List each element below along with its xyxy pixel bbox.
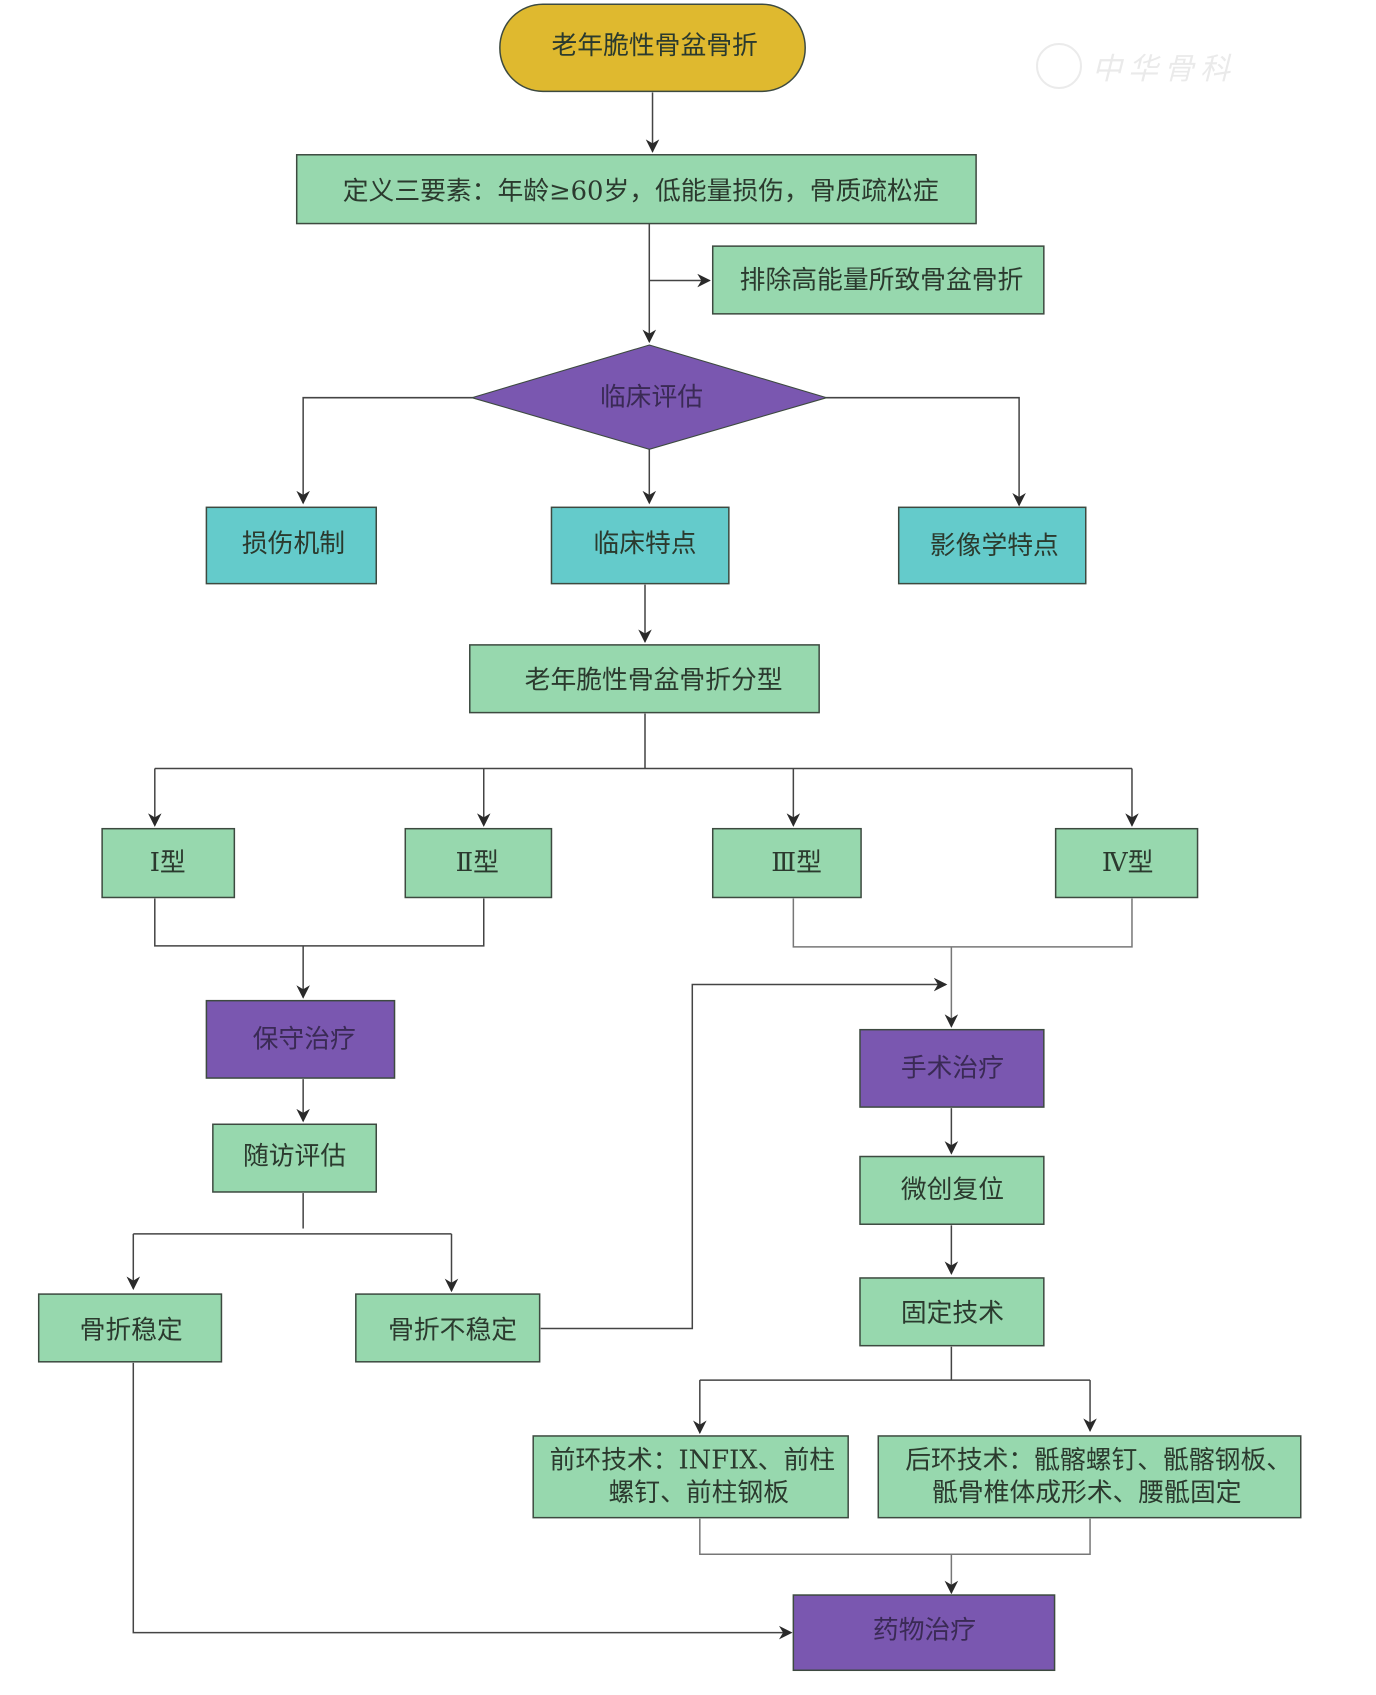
- node-medication: 药物治疗: [792, 1594, 1056, 1672]
- node-type-1: Ⅰ型: [101, 827, 236, 899]
- node-mini-reduction-label: 微创复位: [901, 1175, 1004, 1205]
- edge-ring-join: [699, 1518, 1091, 1593]
- node-type-4: Ⅳ型: [1054, 827, 1199, 899]
- node-fixation: 固定技术: [859, 1277, 1045, 1347]
- node-type-4-label: Ⅳ型: [1102, 848, 1154, 878]
- node-medication-label: 药物治疗: [873, 1616, 976, 1646]
- node-conservative-label: 保守治疗: [253, 1024, 356, 1054]
- node-exclude: 排除高能量所致骨盆骨折: [711, 245, 1045, 315]
- node-stable: 骨折稳定: [37, 1293, 223, 1363]
- node-definition: 定义三要素：年龄≥60岁，低能量损伤，骨质疏松症: [295, 154, 977, 225]
- edges: [126, 92, 1139, 1640]
- edge-stable-to-medication: [132, 1362, 793, 1640]
- node-posterior-ring-line-1: 后环技术：骶髂螺钉、骶髂钢板、: [905, 1446, 1292, 1476]
- node-type-2-label: Ⅱ型: [456, 848, 499, 878]
- node-followup: 随访评估: [212, 1123, 378, 1193]
- node-start-label: 老年脆性骨盆骨折: [552, 31, 758, 61]
- node-clinical-eval: 临床评估: [470, 344, 829, 450]
- edge-eval-to-injury: [296, 396, 473, 505]
- node-type-3-label: Ⅲ型: [771, 848, 822, 878]
- node-definition-label: 定义三要素：年龄≥60岁，低能量损伤，骨质疏松症: [343, 176, 939, 206]
- edge-types-3-4-join: [792, 898, 1133, 1027]
- node-anterior-ring-line-2: 螺钉、前柱钢板: [609, 1478, 789, 1508]
- node-stable-label: 骨折稳定: [80, 1316, 183, 1346]
- node-clinical-features: 临床特点: [550, 506, 730, 585]
- society-seal-icon: [1036, 43, 1082, 89]
- edge-types-1-2-join: [154, 898, 485, 998]
- node-unstable: 骨折不稳定: [355, 1293, 541, 1363]
- node-fixation-label: 固定技术: [901, 1298, 1004, 1328]
- node-imaging-features: 影像学特点: [897, 506, 1087, 585]
- node-imaging-features-label: 影像学特点: [930, 531, 1059, 561]
- node-classification-label: 老年脆性骨盆骨折分型: [525, 665, 783, 695]
- node-start: 老年脆性骨盆骨折: [499, 3, 806, 93]
- node-classification: 老年脆性骨盆骨折分型: [469, 644, 820, 714]
- node-unstable-label: 骨折不稳定: [388, 1316, 517, 1346]
- node-posterior-ring: 后环技术：骶髂螺钉、骶髂钢板、 骶骨椎体成形术、腰骶固定: [877, 1435, 1302, 1519]
- node-conservative: 保守治疗: [205, 999, 396, 1079]
- node-surgery-label: 手术治疗: [901, 1053, 1004, 1083]
- node-clinical-eval-label: 临床评估: [600, 383, 703, 413]
- node-injury-mechanism-label: 损伤机制: [242, 529, 345, 559]
- node-exclude-label: 排除高能量所致骨盆骨折: [740, 266, 1024, 296]
- node-posterior-ring-line-2: 骶骨椎体成形术、腰骶固定: [932, 1478, 1241, 1508]
- node-surgery: 手术治疗: [859, 1028, 1045, 1108]
- edge-unstable-to-surgery: [540, 977, 948, 1330]
- node-injury-mechanism: 损伤机制: [205, 506, 378, 585]
- node-mini-reduction: 微创复位: [859, 1155, 1045, 1225]
- node-clinical-features-label: 临床特点: [593, 529, 696, 559]
- node-type-1-label: Ⅰ型: [150, 848, 186, 878]
- node-anterior-ring: 前环技术：INFIX、前柱 螺钉、前柱钢板: [532, 1435, 849, 1519]
- edge-eval-to-imaging: [825, 396, 1026, 507]
- node-type-3: Ⅲ型: [711, 827, 862, 899]
- node-anterior-ring-line-1: 前环技术：INFIX、前柱: [550, 1446, 835, 1476]
- watermark: 中华骨科: [1036, 36, 1276, 96]
- edge-classification-bus: [154, 713, 1132, 770]
- watermark-text: 中华骨科: [1092, 52, 1236, 87]
- edge-fixation-split: [699, 1346, 1091, 1381]
- node-type-2: Ⅱ型: [404, 827, 553, 899]
- node-followup-label: 随访评估: [243, 1142, 346, 1172]
